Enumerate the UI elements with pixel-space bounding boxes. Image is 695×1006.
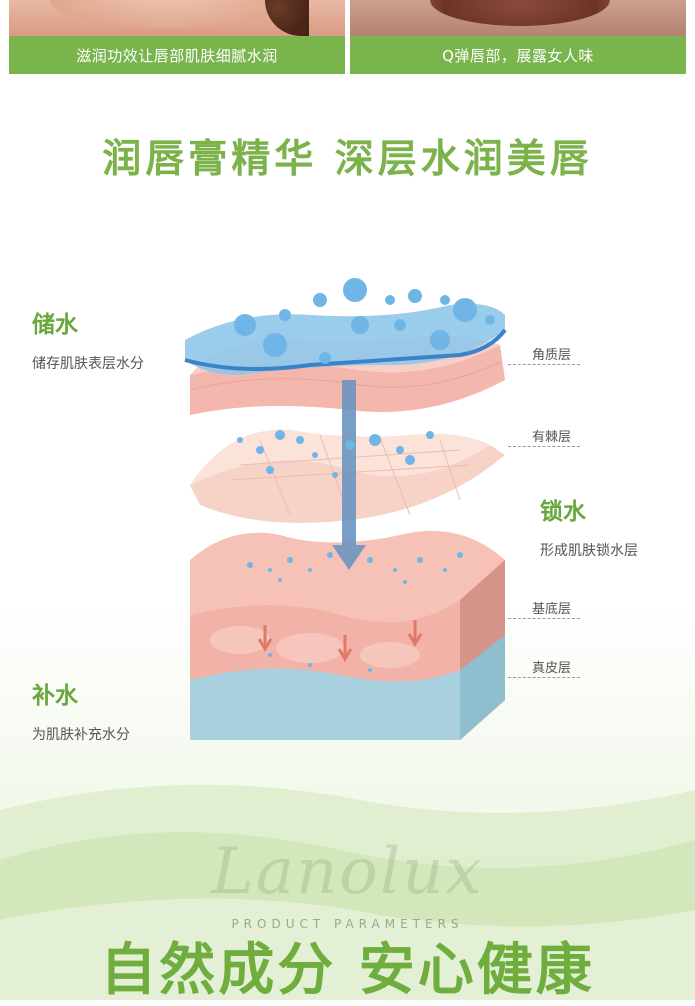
store-water-label: 储水 储存肌肤表层水分 <box>32 305 144 373</box>
lock-water-label: 锁水 形成肌肤锁水层 <box>540 492 638 560</box>
brand-subtitle: PRODUCT PARAMETERS <box>231 917 464 931</box>
layer-divider <box>508 364 580 365</box>
layer-divider <box>508 618 580 619</box>
layer-label-stratum-corneum: 角质层 <box>532 348 572 363</box>
bottom-headline: 自然成分 安心健康 <box>100 938 595 1003</box>
layer-label-spinous: 有棘层 <box>532 430 572 445</box>
layer-divider <box>508 446 580 447</box>
layer-divider <box>508 677 580 678</box>
brand-logo-watermark: Lanolux <box>211 835 484 909</box>
lock-water-title: 锁水 <box>540 499 586 525</box>
layer-label-basal: 基底层 <box>532 602 572 617</box>
water-droplets <box>234 278 495 672</box>
lip-photo-card-left: 滋润功效让唇部肌肤细腻水润 <box>9 0 345 74</box>
caption-bar: Q弹唇部，展露女人味 <box>350 36 686 74</box>
skin-layer-diagram <box>184 278 507 740</box>
store-water-desc: 储存肌肤表层水分 <box>32 356 144 372</box>
main-headline: 润唇膏精华 深层水润美唇 <box>102 137 593 182</box>
layer-label-dermis: 真皮层 <box>532 661 572 676</box>
replenish-water-label: 补水 为肌肤补充水分 <box>32 676 130 744</box>
green-hills-background <box>0 784 695 1000</box>
skin-block-illustration <box>190 530 505 740</box>
caption-bar: 滋润功效让唇部肌肤细腻水润 <box>9 36 345 74</box>
face-photo <box>9 0 345 36</box>
replenish-water-title: 补水 <box>32 683 78 709</box>
lips-photo <box>350 0 686 36</box>
replenish-water-desc: 为肌肤补充水分 <box>32 727 130 743</box>
top-photo-row: 滋润功效让唇部肌肤细腻水润 Q弹唇部，展露女人味 <box>0 0 695 74</box>
lip-photo-card-right: Q弹唇部，展露女人味 <box>350 0 686 74</box>
water-film-illustration <box>184 303 507 375</box>
lock-water-desc: 形成肌肤锁水层 <box>540 543 638 559</box>
store-water-title: 储水 <box>32 312 78 338</box>
down-arrow-icon <box>332 380 366 570</box>
